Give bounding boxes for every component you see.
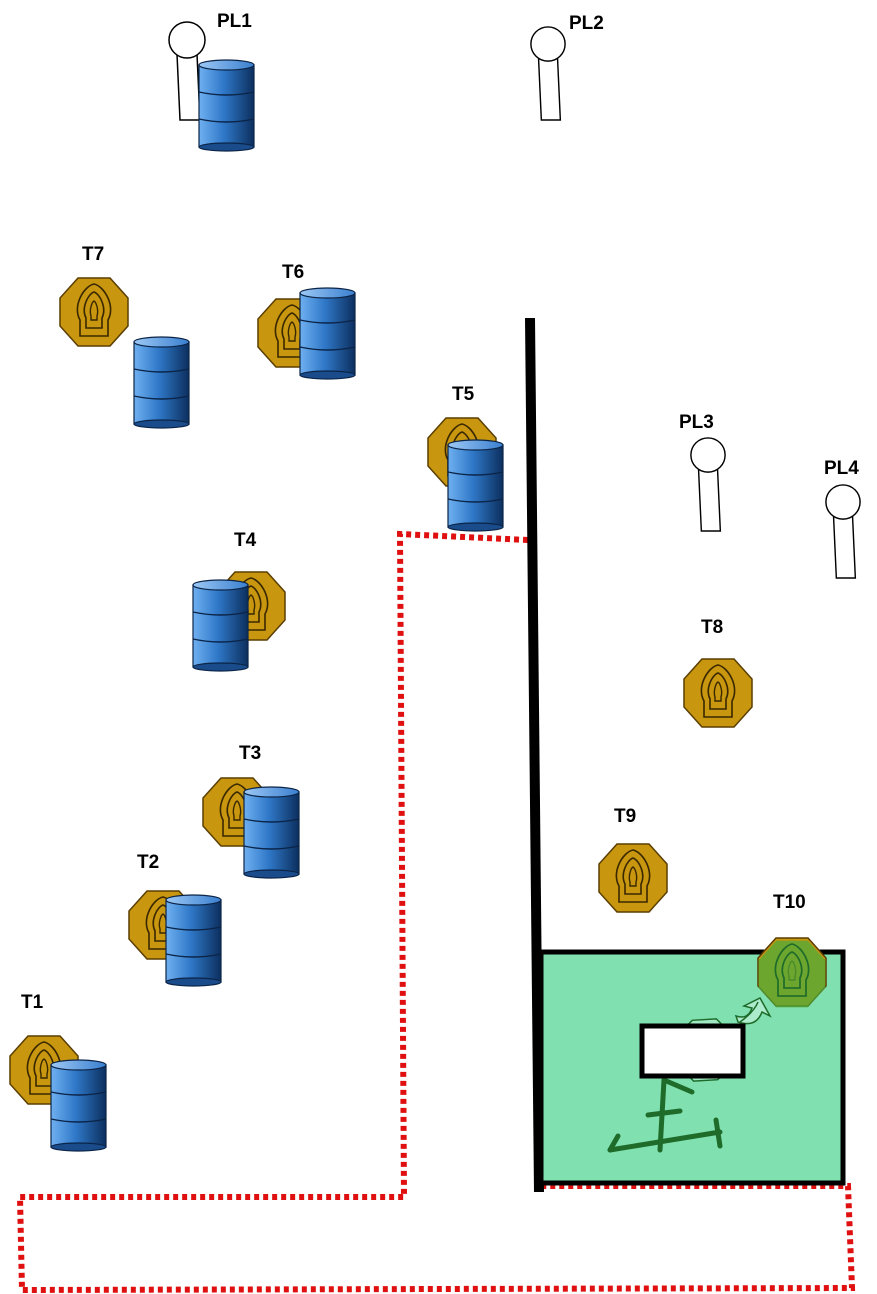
wall xyxy=(525,317,544,1193)
steel-target-t9 xyxy=(598,843,668,913)
label-t2: T2 xyxy=(137,852,159,873)
barrel-icon xyxy=(133,336,190,429)
barrel-icon xyxy=(192,579,249,672)
popper-pl3 xyxy=(690,437,726,532)
swing-arrow-icon xyxy=(734,997,772,1025)
tripod-icon xyxy=(607,1077,723,1153)
label-t3: T3 xyxy=(239,743,261,764)
steel-target-t10 xyxy=(757,937,827,1008)
label-t1: T1 xyxy=(21,992,44,1013)
label-t4: T4 xyxy=(234,530,257,551)
label-t6: T6 xyxy=(282,262,304,283)
barrel-icon xyxy=(447,439,504,532)
label-t7: T7 xyxy=(82,244,104,265)
label-t10: T10 xyxy=(773,892,806,913)
label-pl1: PL1 xyxy=(217,11,252,32)
label-t9: T9 xyxy=(614,806,636,827)
no-shoot-panel xyxy=(639,1023,746,1079)
swinger-prop xyxy=(607,997,772,1153)
steel-target-t7 xyxy=(59,277,129,347)
label-pl4: PL4 xyxy=(824,458,859,479)
barrel-icon xyxy=(198,59,255,152)
label-t5: T5 xyxy=(452,384,475,405)
steel-target-t8 xyxy=(683,658,753,728)
barrel-icon xyxy=(243,786,300,879)
label-pl3: PL3 xyxy=(679,412,714,433)
barrel-icon xyxy=(299,287,356,380)
popper-pl4 xyxy=(825,484,861,579)
label-t8: T8 xyxy=(701,617,723,638)
barrel-icon xyxy=(50,1059,107,1152)
barrel-icon xyxy=(165,894,222,987)
fault-line xyxy=(16,530,856,1294)
popper-pl2 xyxy=(530,26,566,121)
label-pl2: PL2 xyxy=(569,13,604,34)
